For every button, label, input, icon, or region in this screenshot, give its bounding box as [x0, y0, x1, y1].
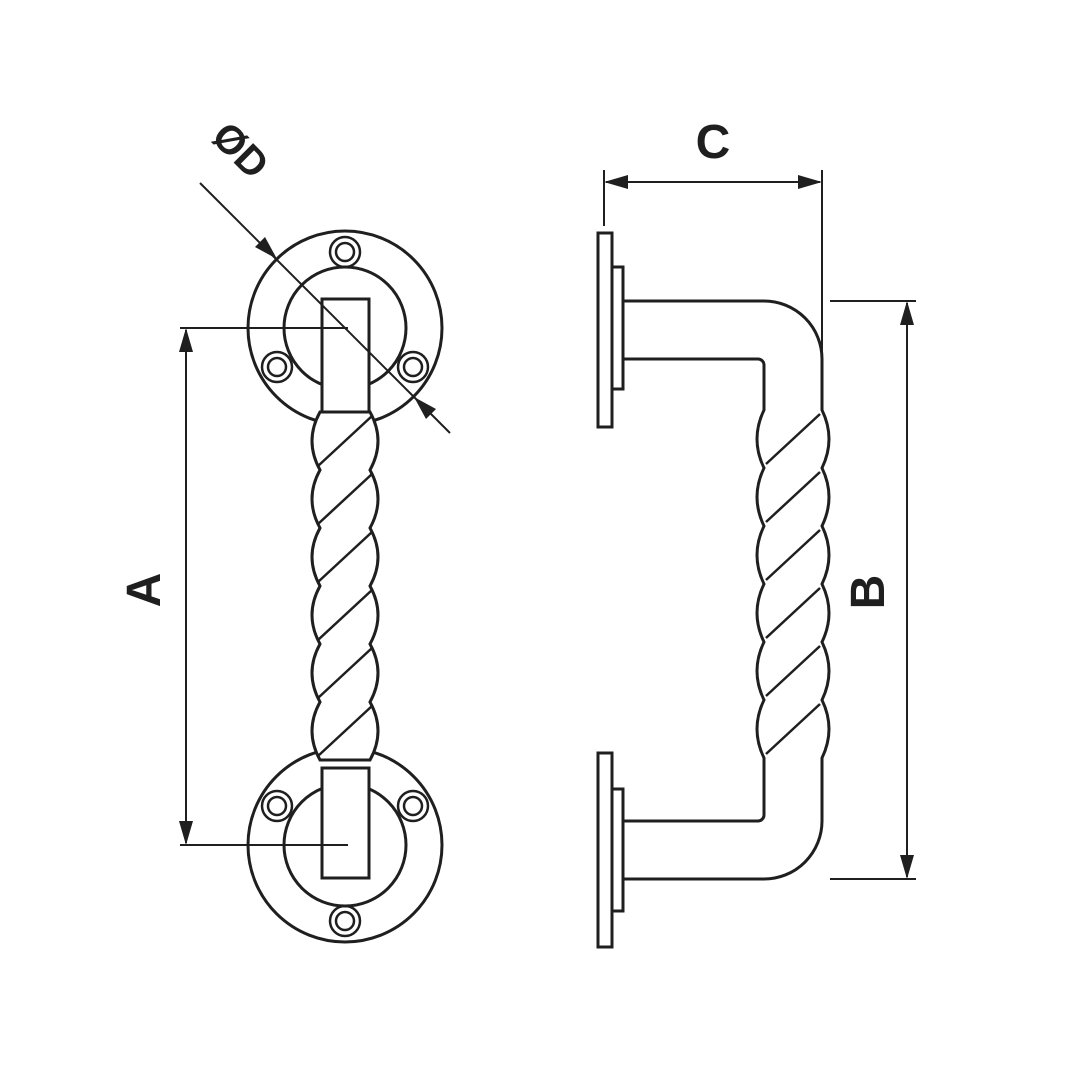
screw-hole	[260, 789, 294, 823]
arrow-down-icon	[900, 855, 914, 879]
side-bottom-plate	[596, 751, 614, 949]
front-grip-twist-lines	[317, 415, 373, 757]
dimension-c: C	[603, 116, 823, 352]
front-bottom-flange-screws	[260, 789, 430, 938]
screw-hole	[396, 350, 430, 384]
side-bottom-boss	[610, 787, 625, 913]
side-top-boss	[610, 265, 625, 391]
screw-hole	[260, 350, 294, 384]
front-twisted-grip	[310, 410, 380, 762]
dimension-d-leader-line	[199, 182, 451, 434]
screw-hole	[396, 789, 430, 823]
front-grip-outline	[310, 410, 380, 762]
front-top-stem	[320, 297, 371, 414]
arrow-up-icon	[900, 301, 914, 325]
front-bottom-stem	[320, 766, 371, 880]
side-view	[596, 231, 831, 949]
screw-hole	[328, 904, 362, 938]
front-view	[246, 229, 444, 944]
dimension-a: A	[118, 327, 348, 846]
arrow-left-icon	[604, 175, 628, 189]
front-top-flange-screws	[260, 235, 430, 384]
dimension-d-label: ØD	[203, 114, 277, 188]
dimension-b-label: B	[842, 575, 895, 610]
arrow-diagonal-icon	[255, 237, 277, 259]
arrow-diagonal-icon	[414, 397, 436, 419]
arrow-down-icon	[179, 821, 193, 845]
dimension-c-label: C	[696, 116, 731, 169]
arrow-right-icon	[798, 175, 822, 189]
side-top-plate	[596, 231, 614, 429]
dimension-a-label: A	[118, 573, 171, 608]
side-handle-tube	[621, 299, 831, 881]
arrow-up-icon	[179, 328, 193, 352]
screw-hole	[328, 235, 362, 269]
side-grip-twist-lines	[765, 413, 821, 755]
dimension-b: B	[830, 300, 916, 880]
